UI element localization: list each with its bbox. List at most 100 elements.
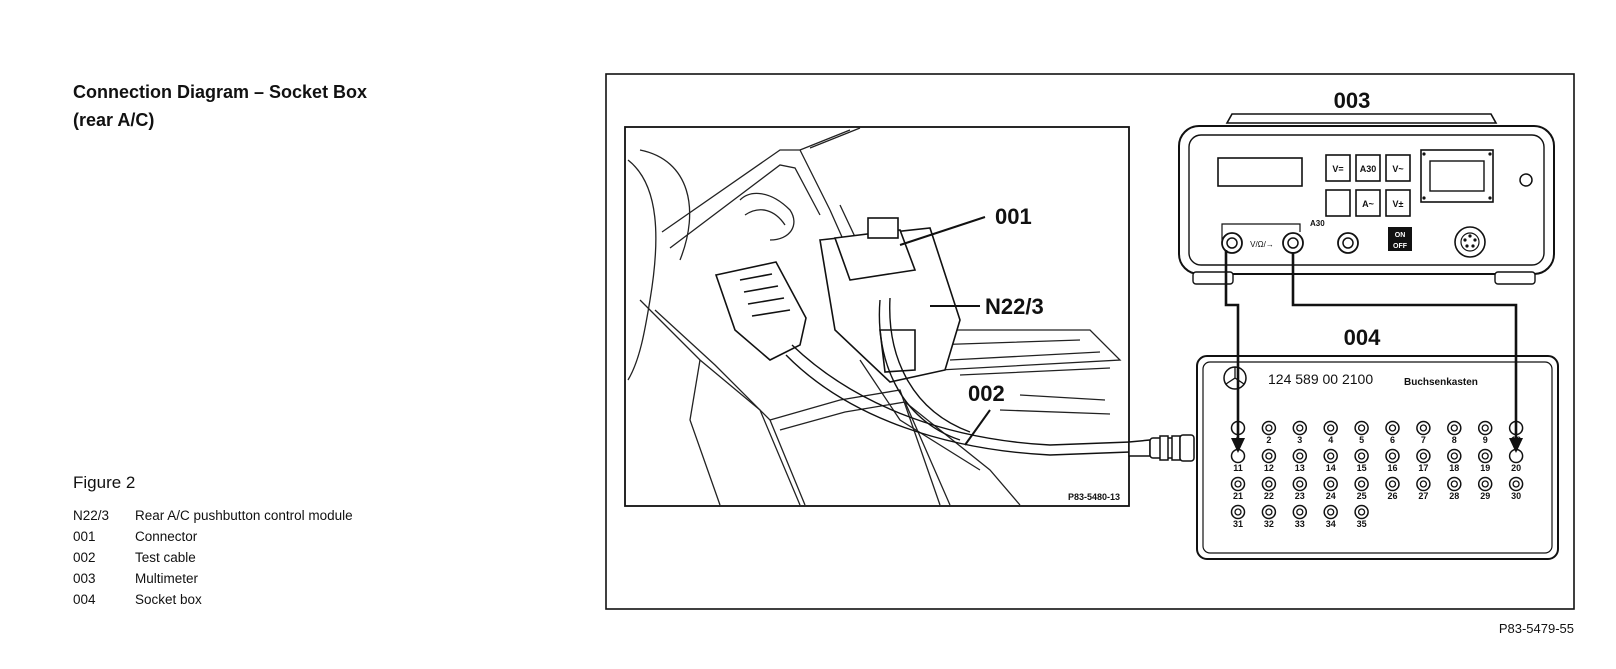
- socket-11: 11: [1230, 448, 1246, 473]
- socket-pin: [1327, 424, 1335, 432]
- socket-number: 6: [1390, 435, 1395, 445]
- socket-pin: [1481, 452, 1489, 460]
- socket-13: 13: [1292, 448, 1308, 473]
- socket-number: 14: [1326, 463, 1336, 473]
- figure-frame: [605, 73, 1575, 610]
- on-label: ON: [1395, 232, 1406, 239]
- round-connector: [1454, 226, 1486, 258]
- socket-number: 29: [1480, 491, 1490, 501]
- socket-number: 33: [1295, 519, 1305, 529]
- page-title: Connection Diagram – Socket Box (rear A/…: [73, 78, 367, 134]
- socket-12: 12: [1261, 448, 1277, 473]
- vehicle-inset: [624, 126, 1131, 507]
- socket-number: 34: [1326, 519, 1336, 529]
- socket-31: 31: [1230, 504, 1246, 529]
- port-label: V/Ω/→: [1250, 240, 1274, 249]
- legend-label: Rear A/C pushbutton control module: [135, 508, 353, 523]
- legend-code: 003: [73, 571, 96, 586]
- socket-8: 8: [1447, 420, 1462, 445]
- lead-com: [1291, 252, 1518, 440]
- socket-pin: [1388, 452, 1397, 460]
- legend-code: 002: [73, 550, 96, 565]
- button-a30: [1355, 154, 1381, 182]
- button-blank: [1325, 189, 1351, 217]
- socket-pin: [1481, 424, 1489, 432]
- socket-number: 8: [1452, 435, 1457, 445]
- button-label: V±: [1393, 199, 1404, 209]
- socket-number: 19: [1480, 463, 1490, 473]
- socket-33: 33: [1292, 504, 1308, 529]
- socket-25: 25: [1354, 476, 1369, 501]
- inset-reference: P83-5480-13: [1068, 492, 1120, 502]
- leader-line-001: [899, 216, 986, 246]
- button-label: A30: [1360, 164, 1377, 174]
- socket-pin: [1512, 480, 1520, 488]
- socket-number: 5: [1359, 435, 1364, 445]
- legend-row: N22/3 Rear A/C pushbutton control module: [73, 507, 353, 528]
- lead-arrowhead: [1509, 438, 1523, 453]
- socket-26: 26: [1385, 476, 1400, 501]
- socket-pin: [1234, 480, 1242, 488]
- socket-number: 24: [1326, 491, 1336, 501]
- socket-pin: [1296, 424, 1304, 432]
- socket-pin: [1450, 480, 1458, 488]
- socket-15: 15: [1354, 448, 1369, 473]
- socket-pin: [1265, 424, 1273, 432]
- socket-pin: [1357, 480, 1366, 488]
- socket-18: 18: [1447, 448, 1462, 473]
- button-label: V~: [1392, 164, 1403, 174]
- socket-9: 9: [1477, 420, 1493, 445]
- title-line-2: (rear A/C): [73, 110, 155, 130]
- socket-number: 4: [1328, 435, 1333, 445]
- socket-pin: [1357, 508, 1366, 516]
- multimeter-display: [1217, 157, 1303, 187]
- socket-pin: [1450, 424, 1458, 432]
- legend-code: N22/3: [73, 508, 110, 523]
- socket-pin: [1296, 480, 1304, 488]
- socket-number: 25: [1357, 491, 1367, 501]
- legend-label: Socket box: [135, 592, 202, 607]
- test-cable: [785, 354, 1131, 456]
- socket-2: 2: [1261, 420, 1277, 445]
- socket-pin: [1265, 452, 1273, 460]
- socket-14: 14: [1323, 448, 1338, 473]
- socket-pin: [1388, 480, 1397, 488]
- button-label: V=: [1332, 164, 1343, 174]
- legend-code: 004: [73, 592, 96, 607]
- socket-24: 24: [1323, 476, 1338, 501]
- socket-pin: [1419, 452, 1428, 460]
- callout-001: 001: [995, 204, 1032, 229]
- socket-number: 15: [1357, 463, 1367, 473]
- button-a-ac: [1355, 189, 1381, 217]
- figure-reference: P83-5479-55: [1499, 621, 1574, 636]
- button-v-pm: [1385, 189, 1411, 217]
- socket-30: 30: [1508, 476, 1524, 501]
- socket-20: 20: [1508, 448, 1524, 473]
- socket-4: 4: [1323, 420, 1338, 445]
- lead-v-ohm: [1224, 250, 1240, 440]
- socket-pin: [1296, 452, 1304, 460]
- socket-box-part-number: 124 589 00 2100: [1268, 371, 1373, 387]
- socket-number: 22: [1264, 491, 1274, 501]
- socket-pin: [1327, 480, 1335, 488]
- socket-pin: [1265, 508, 1273, 516]
- connector-001: [714, 261, 807, 361]
- multimeter: V= A30 V~ A~ V± ON OFF V/Ω/→ A30: [1178, 113, 1555, 285]
- lead-arrowhead: [1231, 438, 1245, 453]
- socket-6: 6: [1385, 420, 1400, 445]
- socket-29: 29: [1477, 476, 1493, 501]
- socket-22: 22: [1261, 476, 1277, 501]
- socket-3: 3: [1292, 420, 1308, 445]
- socket-32: 32: [1261, 504, 1277, 529]
- button-v-dc: [1325, 154, 1351, 182]
- socket-23: 23: [1292, 476, 1308, 501]
- socket-number: 12: [1264, 463, 1274, 473]
- socket-number: 21: [1233, 491, 1243, 501]
- socket-number: 17: [1418, 463, 1428, 473]
- socket-pin: [1265, 480, 1273, 488]
- socket-number: 30: [1511, 491, 1521, 501]
- off-label: OFF: [1393, 243, 1408, 250]
- legend-row: 001 Connector: [73, 528, 353, 549]
- on-off-switch: [1388, 227, 1412, 251]
